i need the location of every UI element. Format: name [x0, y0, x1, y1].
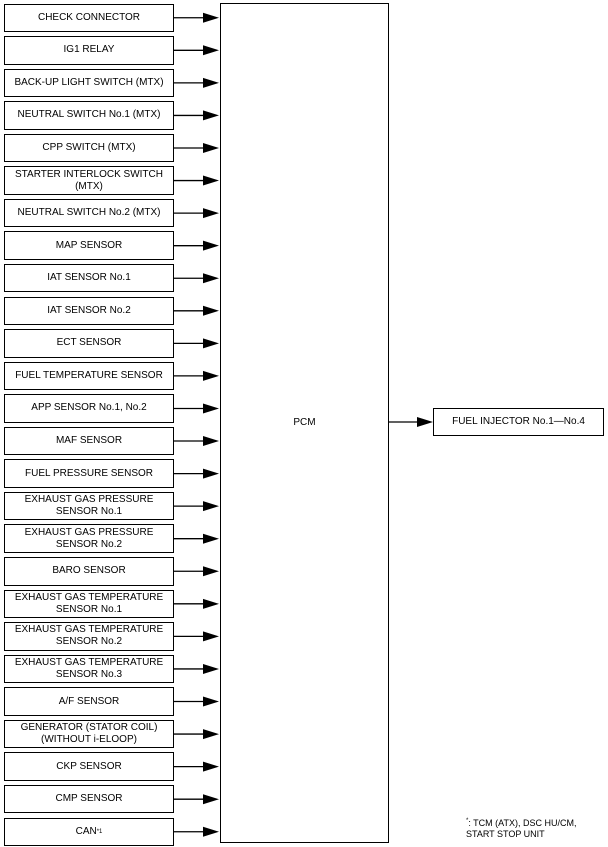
input-box-iat-sensor-no-1: IAT SENSOR No.1 — [4, 263, 174, 293]
input-label: NEUTRAL SWITCH No.1 (MTX) — [17, 109, 161, 121]
input-arrow-generator-stator-coil-without-i-eloop-head — [203, 729, 219, 740]
input-box-ect-sensor: ECT SENSOR — [4, 329, 174, 358]
input-label: CHECK CONNECTOR — [37, 11, 141, 23]
input-box-a-f-sensor: A/F SENSOR — [4, 687, 174, 716]
input-label: EXHAUST GAS TEMPERATURE SENSOR No.1 — [14, 591, 164, 615]
input-arrow-iat-sensor-no-2-head — [203, 305, 219, 316]
input-box-ig1-relay: IG1 RELAY — [4, 36, 174, 65]
input-box-neutral-switch-no-2-mtx: NEUTRAL SWITCH No.2 (MTX) — [4, 198, 174, 228]
input-arrow-maf-sensor-head — [203, 436, 219, 447]
input-arrow-neutral-switch-no-1-mtx-head — [203, 110, 219, 121]
input-arrow-exhaust-gas-temperature-sensor-no-2-head — [203, 631, 219, 642]
input-label: MAF SENSOR — [55, 435, 123, 447]
input-arrow-check-connector-head — [203, 12, 219, 23]
input-box-generator-stator-coil-without-i-eloop: GENERATOR (STATOR COIL) (WITHOUT i-ELOOP… — [4, 719, 174, 749]
output-label: FUEL INJECTOR No.1—No.4 — [452, 416, 585, 427]
input-box-fuel-pressure-sensor: FUEL PRESSURE SENSOR — [4, 459, 174, 488]
input-arrow-back-up-light-switch-mtx-head — [203, 77, 219, 88]
output-box-fuel-injector: FUEL INJECTOR No.1—No.4 — [433, 408, 604, 436]
input-label: EXHAUST GAS TEMPERATURE SENSOR No.2 — [14, 624, 164, 648]
input-arrow-exhaust-gas-temperature-sensor-no-3-head — [203, 663, 219, 674]
input-label: MAP SENSOR — [55, 239, 123, 251]
input-label: FUEL PRESSURE SENSOR — [25, 467, 153, 479]
input-label: EXHAUST GAS TEMPERATURE SENSOR No.3 — [14, 656, 164, 680]
input-box-neutral-switch-no-1-mtx: NEUTRAL SWITCH No.1 (MTX) — [4, 101, 174, 130]
input-label: CAN — [75, 825, 97, 837]
input-label: CPP SWITCH (MTX) — [42, 141, 136, 153]
pcm-box: PCM — [220, 3, 389, 843]
input-box-map-sensor: MAP SENSOR — [4, 231, 174, 260]
input-label: IAT SENSOR No.2 — [47, 304, 131, 316]
input-arrow-neutral-switch-no-2-mtx-head — [203, 208, 219, 219]
input-box-baro-sensor: BARO SENSOR — [4, 557, 174, 586]
footnote-text: : TCM (ATX), DSC HU/CM, START STOP UNIT — [466, 818, 577, 839]
input-arrow-map-sensor-head — [203, 240, 219, 251]
input-box-check-connector: CHECK CONNECTOR — [4, 3, 174, 32]
input-box-cmp-sensor: CMP SENSOR — [4, 784, 174, 814]
input-label: A/F SENSOR — [58, 695, 120, 707]
output-arrow-head — [417, 417, 433, 427]
input-arrow-ect-sensor-head — [203, 338, 219, 349]
input-arrow-iat-sensor-no-1-head — [203, 273, 219, 284]
input-box-starter-interlock-switch-mtx: STARTER INTERLOCK SWITCH (MTX) — [4, 166, 174, 195]
input-label: IG1 RELAY — [63, 44, 115, 56]
input-box-app-sensor-no-1-no-2: APP SENSOR No.1, No.2 — [4, 394, 174, 423]
input-box-exhaust-gas-temperature-sensor-no-1: EXHAUST GAS TEMPERATURE SENSOR No.1 — [4, 589, 174, 619]
input-arrow-cpp-switch-mtx-head — [203, 142, 219, 153]
input-label: NEUTRAL SWITCH No.2 (MTX) — [17, 207, 161, 219]
input-box-back-up-light-switch-mtx: BACK-UP LIGHT SWITCH (MTX) — [4, 68, 174, 98]
input-box-cpp-switch-mtx: CPP SWITCH (MTX) — [4, 133, 174, 163]
input-arrow-exhaust-gas-temperature-sensor-no-1-head — [203, 598, 219, 609]
input-arrow-starter-interlock-switch-mtx-head — [203, 175, 219, 186]
input-box-exhaust-gas-pressure-sensor-no-1: EXHAUST GAS PRESSURE SENSOR No.1 — [4, 491, 174, 521]
input-label: EXHAUST GAS PRESSURE SENSOR No.2 — [24, 526, 154, 550]
input-label: CKP SENSOR — [56, 760, 122, 772]
footnote: *: TCM (ATX), DSC HU/CM, START STOP UNIT — [466, 818, 577, 840]
input-box-exhaust-gas-pressure-sensor-no-2: EXHAUST GAS PRESSURE SENSOR No.2 — [4, 524, 174, 553]
input-arrow-can-head — [203, 826, 219, 837]
input-arrow-exhaust-gas-pressure-sensor-no-1-head — [203, 501, 219, 512]
input-arrow-app-sensor-no-1-no-2-head — [203, 403, 219, 414]
input-arrow-fuel-pressure-sensor-head — [203, 468, 219, 479]
input-label: FUEL TEMPERATURE SENSOR — [15, 369, 163, 381]
input-label: BACK-UP LIGHT SWITCH (MTX) — [14, 76, 164, 88]
input-box-fuel-temperature-sensor: FUEL TEMPERATURE SENSOR — [4, 361, 174, 391]
input-arrow-cmp-sensor-head — [203, 794, 219, 805]
input-box-exhaust-gas-temperature-sensor-no-3: EXHAUST GAS TEMPERATURE SENSOR No.3 — [4, 654, 174, 684]
input-box-ckp-sensor: CKP SENSOR — [4, 752, 174, 781]
footnote-marker: * — [466, 818, 469, 824]
pcm-label: PCM — [293, 417, 316, 428]
input-box-exhaust-gas-temperature-sensor-no-2: EXHAUST GAS TEMPERATURE SENSOR No.2 — [4, 622, 174, 651]
input-label: BARO SENSOR — [52, 565, 126, 577]
input-arrow-a-f-sensor-head — [203, 696, 219, 707]
input-label: GENERATOR (STATOR COIL) (WITHOUT i-ELOOP… — [20, 722, 158, 746]
input-arrow-baro-sensor-head — [203, 566, 219, 577]
input-label: STARTER INTERLOCK SWITCH (MTX) — [15, 168, 163, 192]
input-arrow-ig1-relay-head — [203, 45, 219, 56]
input-label: CMP SENSOR — [55, 793, 123, 805]
input-label: IAT SENSOR No.1 — [47, 272, 131, 284]
input-arrow-ckp-sensor-head — [203, 761, 219, 772]
input-label: ECT SENSOR — [56, 337, 122, 349]
input-arrow-exhaust-gas-pressure-sensor-no-2-head — [203, 533, 219, 544]
input-box-can: CAN*1 — [4, 817, 174, 846]
input-box-maf-sensor: MAF SENSOR — [4, 426, 174, 456]
input-box-iat-sensor-no-2: IAT SENSOR No.2 — [4, 296, 174, 326]
input-arrow-fuel-temperature-sensor-head — [203, 370, 219, 381]
input-label: EXHAUST GAS PRESSURE SENSOR No.1 — [24, 494, 154, 518]
input-label: APP SENSOR No.1, No.2 — [31, 402, 147, 414]
